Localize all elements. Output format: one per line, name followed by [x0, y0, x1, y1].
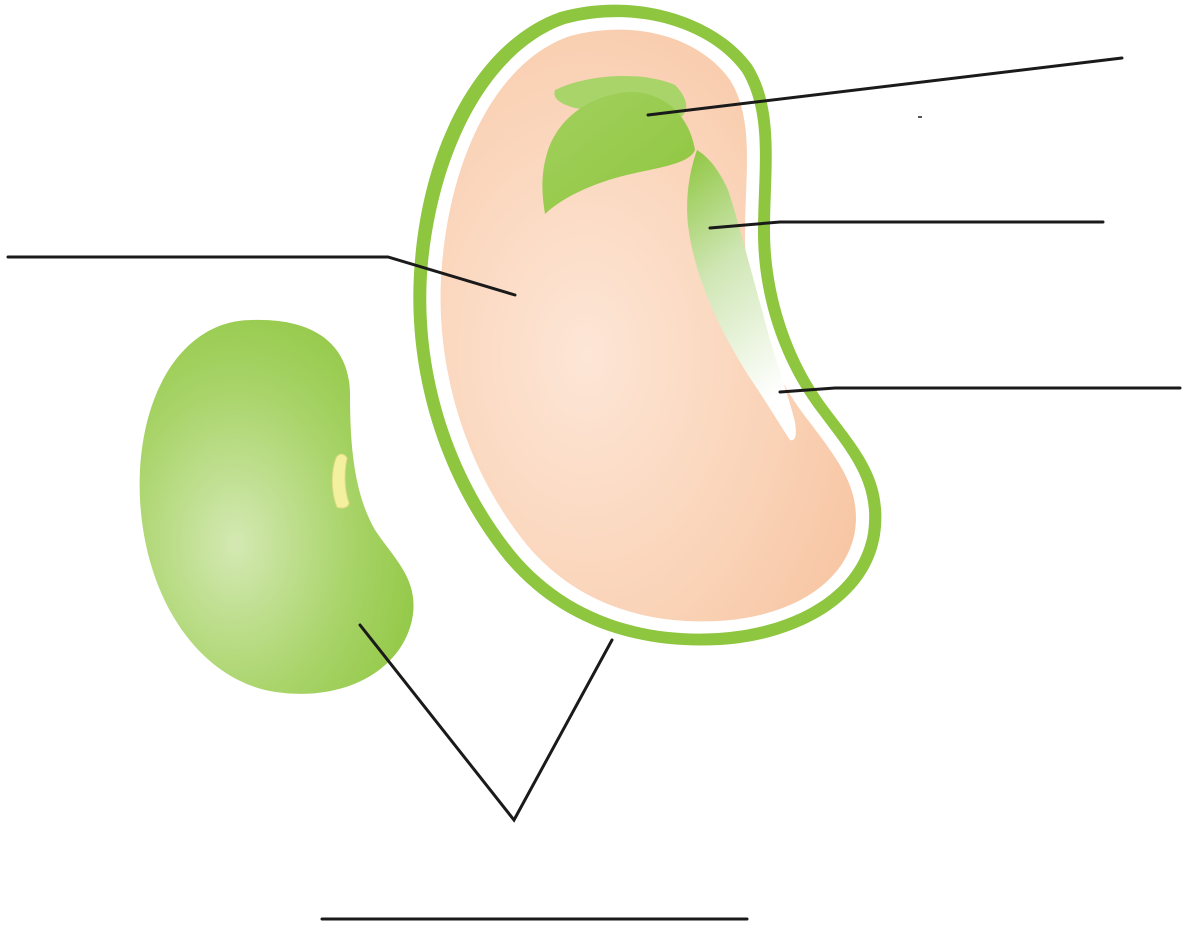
whole-bean-body [140, 320, 414, 694]
speck [918, 116, 922, 118]
leader-line-radicle [780, 388, 1180, 392]
whole-bean [140, 320, 414, 694]
leader-line-seed-coat [360, 625, 612, 820]
sectioned-bean [413, 5, 881, 646]
specks [918, 116, 922, 118]
